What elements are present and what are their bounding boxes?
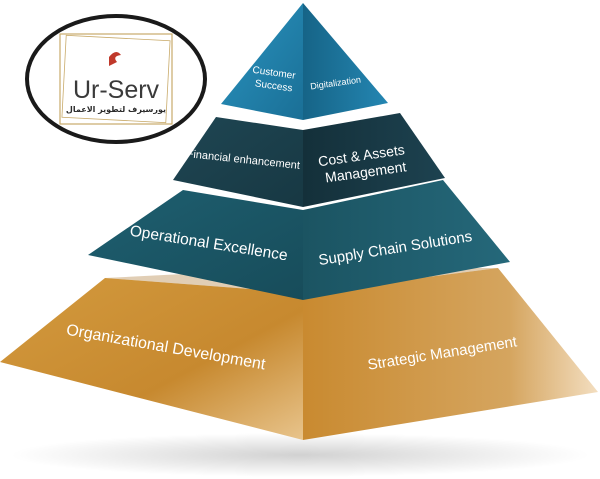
company-logo: Ur-Serv يورسيرف لتطوير الاعمال (25, 14, 207, 144)
logo-mark-icon (109, 51, 121, 66)
tier-second-right-face (303, 113, 445, 207)
tier-base-right-face (303, 268, 598, 440)
logo-frame-outer (59, 33, 173, 125)
tier-top-left-face (221, 3, 303, 120)
logo-tagline-text: يورسيرف لتطوير الاعمال (66, 105, 166, 114)
tier-second-left-face (173, 117, 303, 207)
ground-shadow (10, 433, 590, 477)
logo-brand-text: Ur-Serv (73, 76, 160, 104)
tier-third-right-face (303, 180, 510, 300)
tier-base-left-face (0, 278, 303, 440)
tier-top (221, 3, 388, 120)
logo-frame-inner (61, 34, 171, 124)
tier-top-right-face (303, 3, 388, 120)
tier-third (88, 180, 510, 300)
logo-ellipse-border (25, 14, 207, 144)
tier-third-left-face (88, 190, 303, 300)
tier-second (173, 113, 445, 207)
